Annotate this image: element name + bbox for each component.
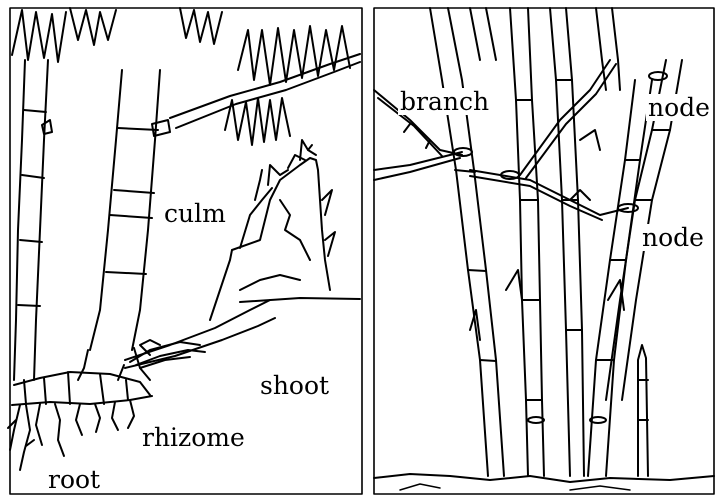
base-drawing — [0, 0, 366, 496]
label-node-top: node — [646, 94, 712, 121]
branches — [374, 60, 628, 220]
young-shoot — [638, 345, 648, 476]
left-culm — [14, 60, 52, 380]
label-shoot: shoot — [258, 372, 331, 399]
right-panel-stem-illustration: branch node node — [370, 0, 718, 496]
ground-line — [240, 298, 360, 302]
label-culm: culm — [162, 200, 228, 227]
label-branch: branch — [398, 88, 491, 115]
roots — [8, 400, 134, 470]
label-rhizome: rhizome — [140, 424, 247, 451]
nodes — [454, 72, 667, 423]
central-culm — [78, 70, 170, 380]
label-root: root — [46, 466, 102, 493]
foliage — [12, 8, 360, 145]
shoot — [118, 140, 335, 380]
left-panel-base-illustration: culm shoot rhizome root — [0, 0, 366, 496]
label-node-bottom: node — [640, 224, 706, 251]
